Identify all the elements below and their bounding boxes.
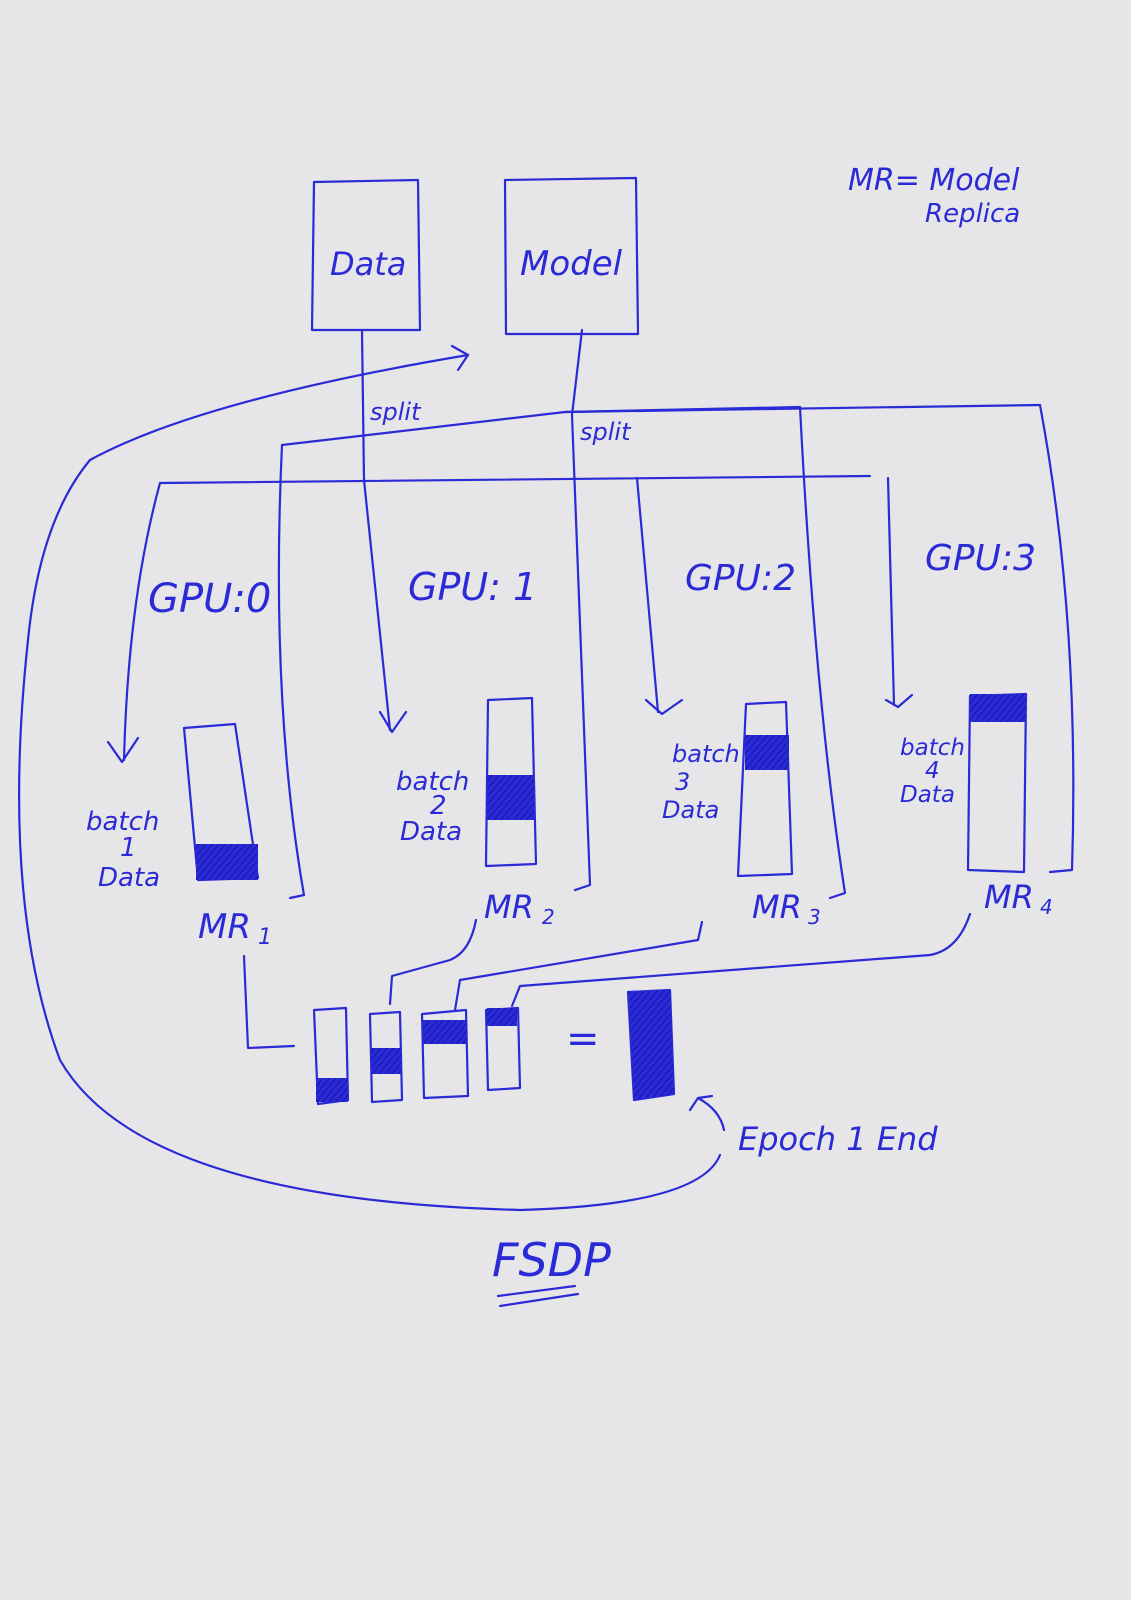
svg-text:MR: MR — [984, 878, 1034, 916]
replica-4-label: MR 4 — [984, 878, 1053, 919]
svg-text:4: 4 — [1040, 895, 1053, 919]
svg-text:MR: MR — [198, 907, 251, 947]
epoch-loop-arrow — [18, 353, 722, 1212]
svg-text:MR: MR — [484, 888, 534, 926]
svg-text:batch: batch — [900, 735, 965, 761]
svg-text:batch: batch — [86, 807, 159, 837]
svg-text:Data: Data — [98, 863, 160, 893]
gpu-3-label: GPU:3 — [925, 538, 1036, 579]
batch-1-label: batch 1 Data — [86, 807, 160, 893]
svg-text:Data: Data — [400, 817, 462, 847]
replica-4-column — [966, 692, 1028, 874]
replica-2-column — [484, 696, 538, 868]
epoch-label: Epoch 1 End — [738, 1120, 938, 1158]
replica-2-label: MR 2 — [484, 888, 555, 929]
svg-text:Data: Data — [900, 782, 955, 808]
svg-text:3: 3 — [808, 905, 821, 929]
batch-2-label: batch 2 Data — [396, 767, 469, 847]
equals-sign: = — [566, 1016, 600, 1062]
svg-text:2: 2 — [430, 791, 447, 821]
replica-3-column — [736, 700, 794, 878]
svg-text:2: 2 — [542, 905, 555, 929]
title-underline — [496, 1284, 580, 1308]
replica-1-label: MR 1 — [198, 907, 272, 950]
replica-3-label: MR 3 — [752, 888, 821, 929]
replica-1-column — [182, 722, 260, 882]
model-split-connectors — [277, 328, 1075, 900]
svg-text:4: 4 — [925, 758, 940, 784]
data-label: Data — [330, 245, 406, 283]
svg-text:batch: batch — [396, 767, 469, 797]
svg-text:Data: Data — [662, 796, 719, 824]
full-model-column — [626, 988, 676, 1102]
aggregation-columns — [312, 1006, 522, 1106]
svg-text:3: 3 — [675, 768, 690, 796]
svg-text:batch: batch — [672, 740, 740, 768]
gpu-1-label: GPU: 1 — [408, 565, 537, 609]
data-split-connectors — [106, 328, 914, 764]
legend-line-1: MR= Model — [848, 163, 1020, 198]
diagram-title: FSDP — [492, 1233, 611, 1287]
svg-text:1: 1 — [258, 925, 272, 950]
epoch-pointer-arrow — [688, 1094, 726, 1132]
gpu-2-label: GPU:2 — [685, 558, 796, 599]
batch-3-label: batch 3 Data — [662, 740, 740, 824]
aggregation-connectors — [242, 912, 972, 1050]
legend-line-2: Replica — [925, 199, 1020, 229]
svg-text:MR: MR — [752, 888, 802, 926]
model-split-label: split — [580, 418, 632, 446]
batch-4-label: batch 4 Data — [900, 735, 965, 808]
model-label: Model — [520, 244, 623, 284]
svg-text:1: 1 — [120, 833, 137, 863]
model-box — [503, 176, 640, 336]
data-split-label: split — [370, 398, 422, 426]
data-box — [310, 178, 422, 332]
gpu-0-label: GPU:0 — [148, 576, 271, 622]
